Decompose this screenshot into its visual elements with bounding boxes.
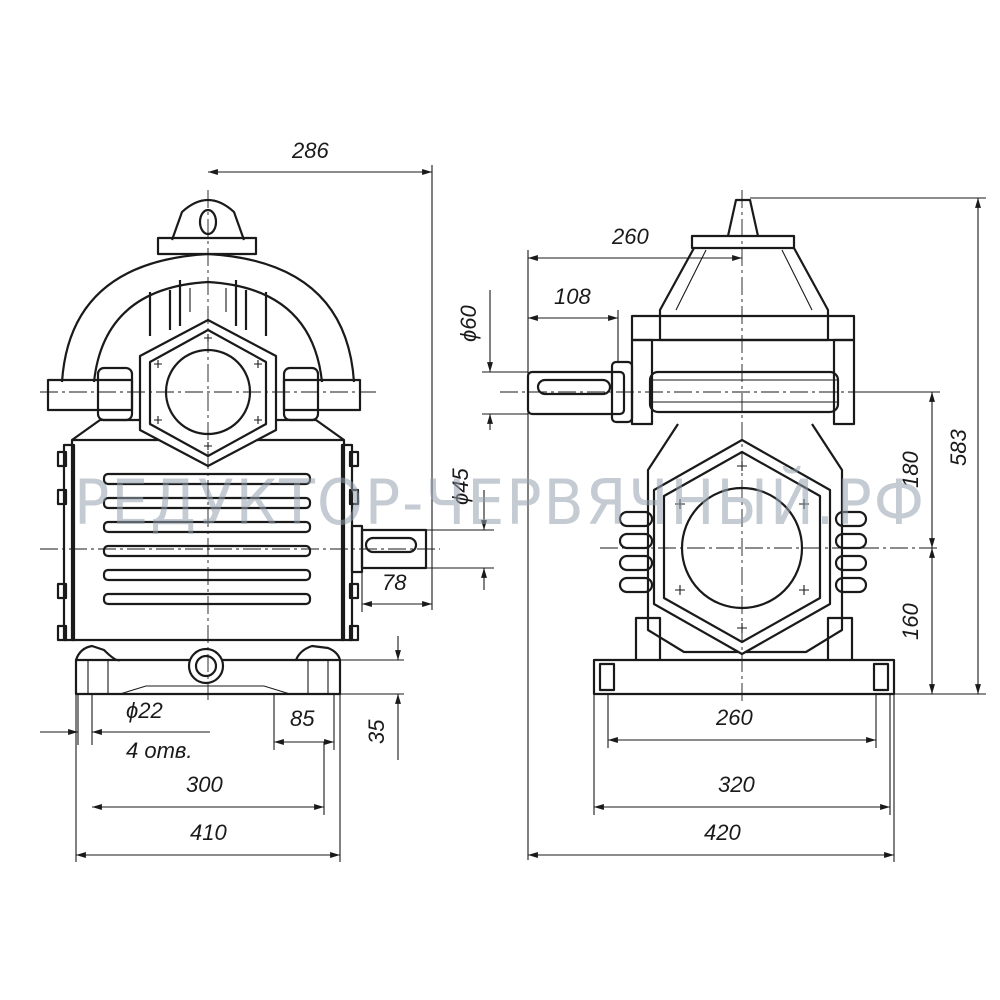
dim-583: 583 [750,197,986,695]
dim-108-label: 108 [554,284,591,309]
dim-85-label: 85 [290,706,315,731]
dim-410-label: 410 [190,820,227,845]
side-centerlines [500,190,940,705]
dim-160-label: 160 [898,603,923,640]
front-view [40,190,440,700]
dim-180: 180 [856,391,940,548]
side-view [500,190,940,705]
dim-35: 35 [340,636,404,760]
dim-108: 108 [528,284,619,362]
dim-286: 286 [208,138,433,610]
upper-housing [630,247,856,342]
dim-35-label: 35 [364,719,389,744]
dim-phi45: ϕ45 [426,468,494,590]
dim-160: 160 [898,548,935,694]
dim-300: 300 [92,742,325,815]
dim-85: 85 [273,694,335,750]
dim-phi45-label: ϕ45 [448,468,473,505]
dim-phi60: ϕ60 [456,290,528,430]
watermark-text: РЕДУКТОР-ЧЕРВЯЧНЫЙ.РФ [74,466,926,539]
dim-320-label: 320 [718,772,755,797]
dim-260-bottom-label: 260 [715,705,753,730]
dim-583-label: 583 [946,429,971,466]
hole-count-label: 4 отв. [126,738,193,763]
side-base [592,616,896,696]
dim-phi60-label: ϕ60 [456,305,481,342]
worm-housing [630,338,856,426]
dim-260-bottom: 260 [607,694,877,748]
top-cap [690,198,796,250]
dim-420-label: 420 [704,820,741,845]
dim-420: 420 [528,694,895,862]
dim-320: 320 [593,694,891,815]
dim-78: 78 [361,570,432,612]
dim-300-label: 300 [186,772,223,797]
front-dimensions: 286 ϕ45 78 35 85 [40,138,494,862]
side-dimensions: 260 108 ϕ60 583 180 [456,197,986,862]
front-centerlines [40,190,440,700]
dim-286-label: 286 [291,138,329,163]
dim-410: 410 [75,694,341,862]
dim-78-label: 78 [382,570,407,595]
dim-phi22-label: ϕ22 [126,698,163,723]
lifting-eye [156,199,258,256]
dim-260-top: 260 [527,224,742,860]
dim-260-top-label: 260 [611,224,649,249]
side-bolts [56,450,360,642]
dim-phi22: ϕ22 4 отв. [40,694,210,763]
dim-180-label: 180 [898,451,923,488]
cooling-ribs [102,472,312,606]
